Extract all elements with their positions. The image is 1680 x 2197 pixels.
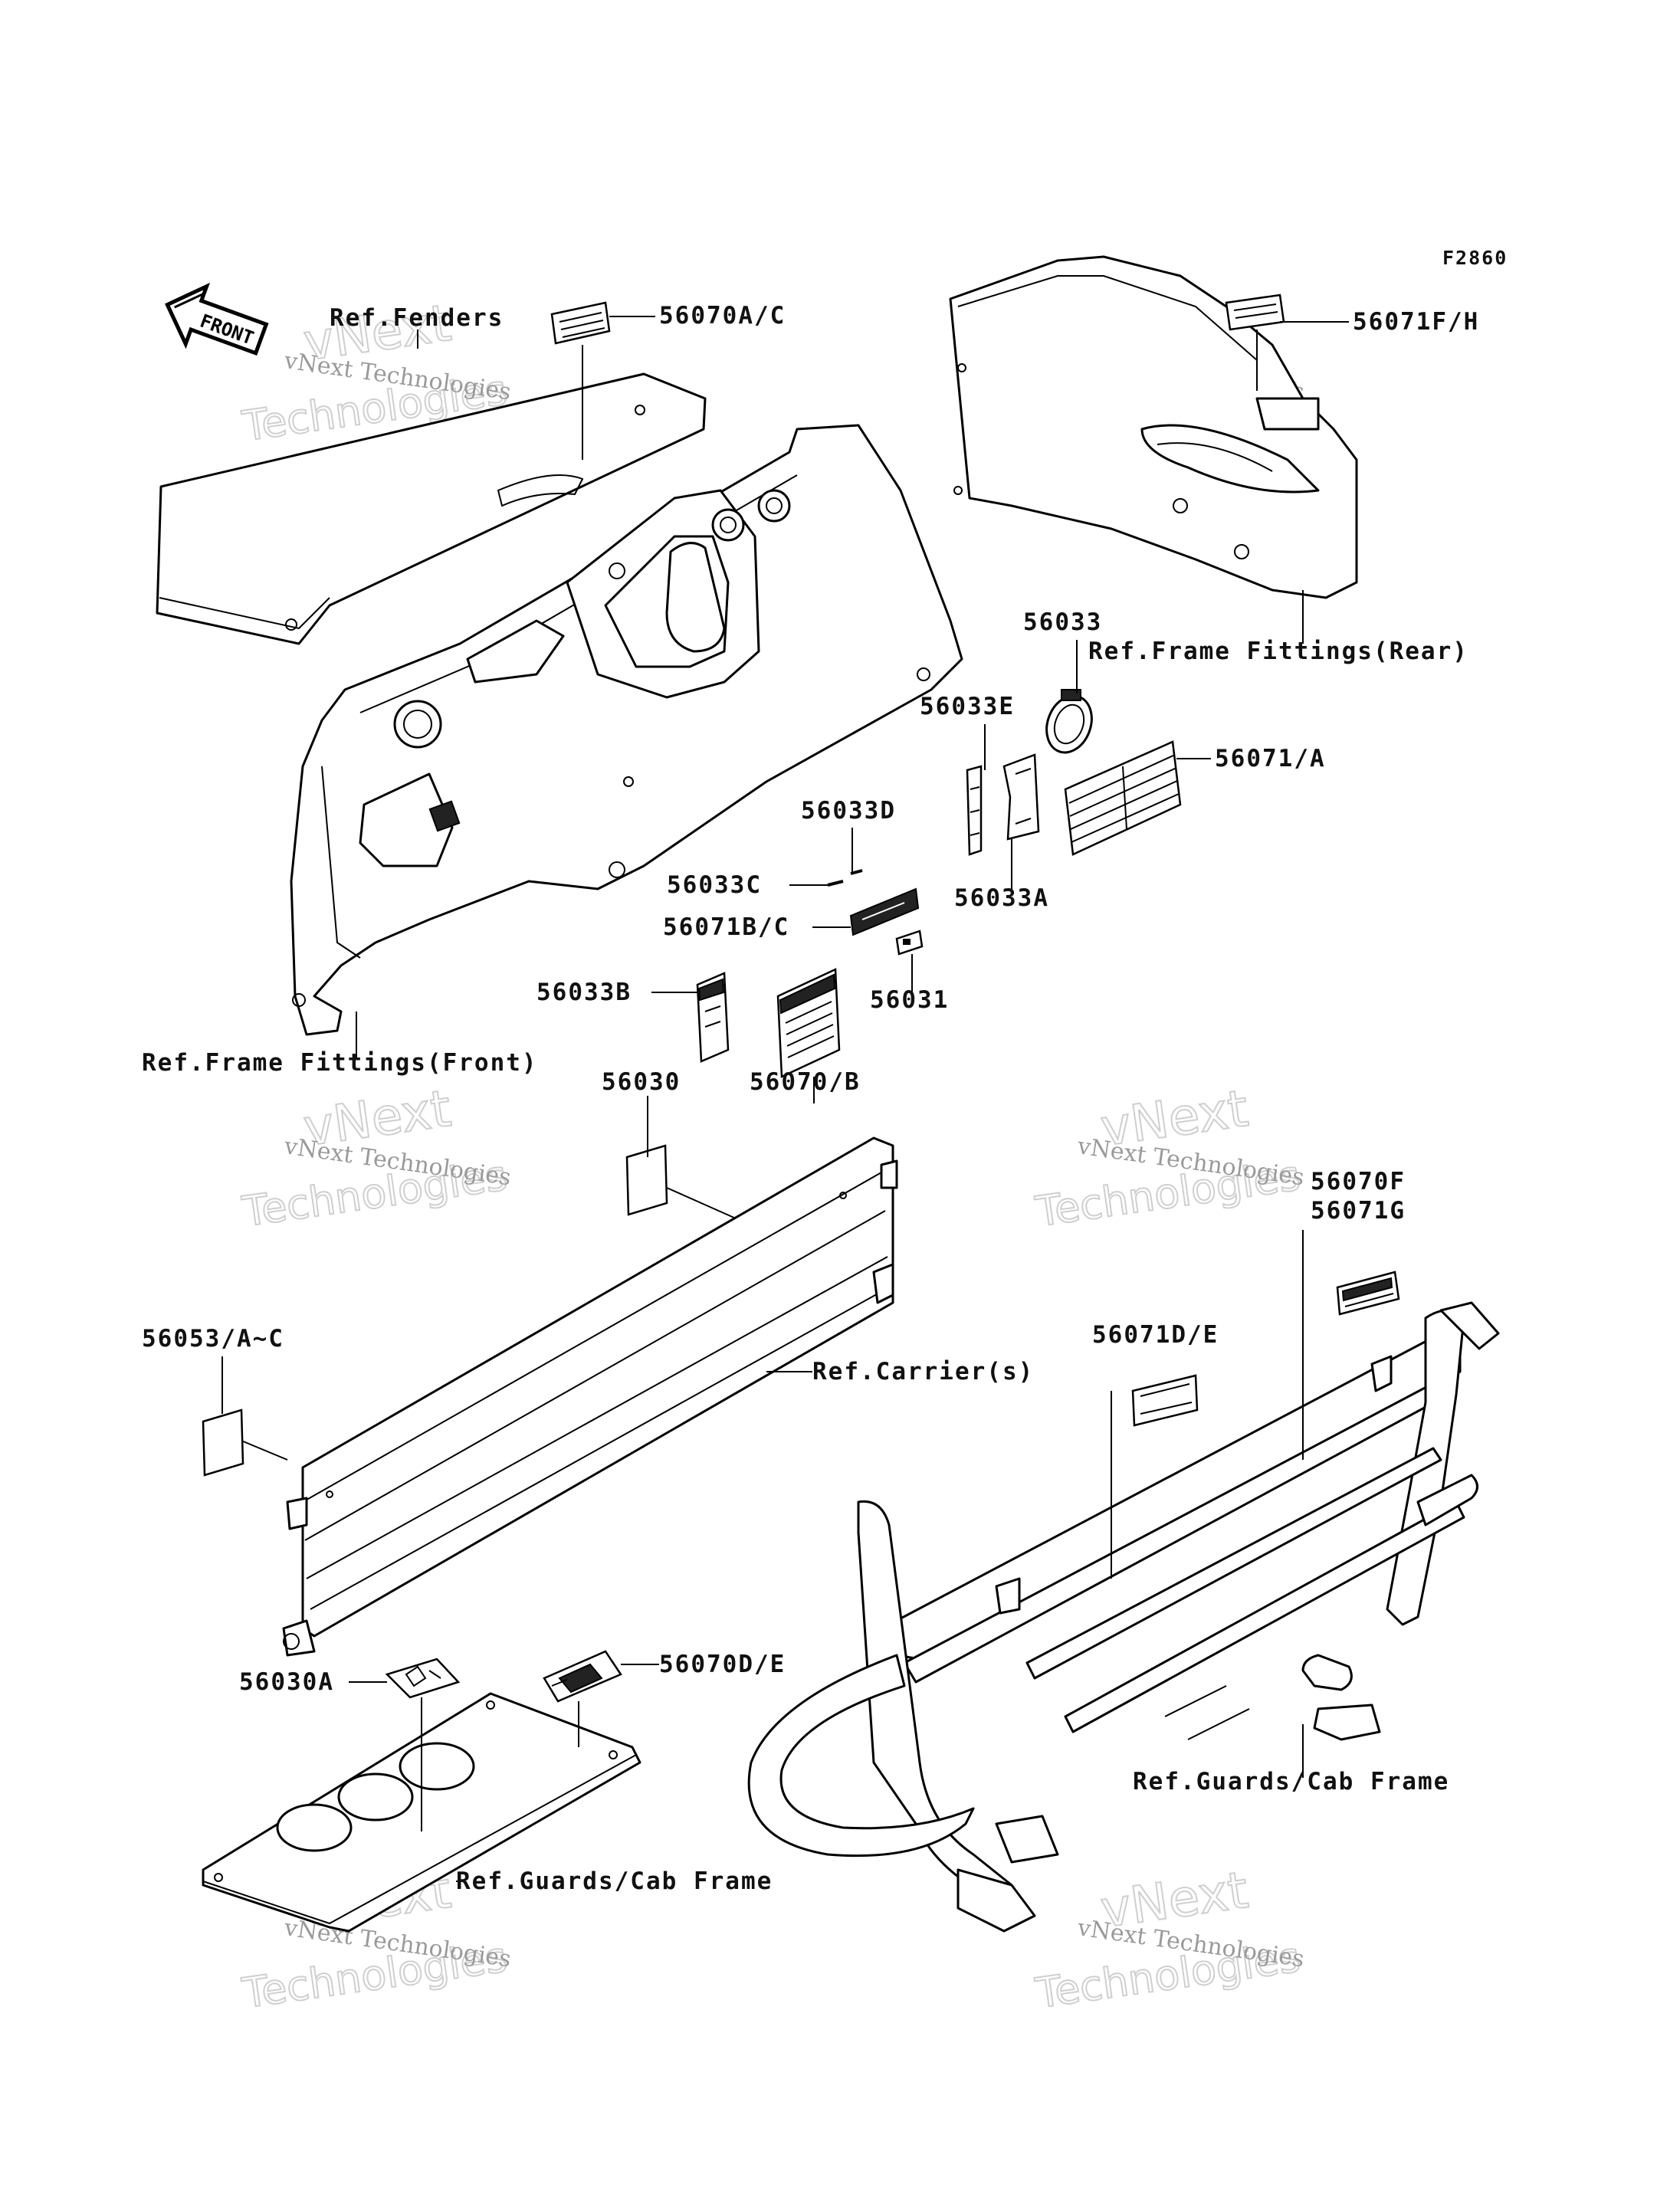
label-56070F: 56070F: [1311, 1168, 1406, 1195]
dashboard-frame-front: [290, 424, 963, 1036]
sticker-56070F-56071G: [1336, 1271, 1400, 1316]
ref-frame-rear-label: Ref.Frame Fittings(Rear): [1088, 638, 1468, 665]
label-56070B: 56070/B: [750, 1068, 861, 1096]
label-56071A: 56071/A: [1215, 745, 1326, 772]
label-56033B: 56033B: [536, 979, 632, 1006]
sticker-56070AC: [550, 301, 611, 345]
label-56033: 56033: [1023, 608, 1102, 636]
label-56053AC: 56053/A~C: [142, 1325, 284, 1353]
sticker-56053AC: [202, 1408, 244, 1477]
label-56030: 56030: [602, 1068, 681, 1096]
label-56071FH: 56071F/H: [1353, 308, 1479, 336]
label-56070DE: 56070D/E: [659, 1651, 786, 1678]
label-56071BC: 56071B/C: [663, 913, 789, 941]
ref-guards-right-label: Ref.Guards/Cab Frame: [1133, 1768, 1449, 1795]
tailgate-carrier: [282, 1136, 898, 1657]
label-56033A: 56033A: [954, 884, 1049, 912]
front-arrow-icon: FRONT: [164, 282, 269, 356]
fender-panel: [156, 372, 707, 645]
label-56033C: 56033C: [667, 871, 762, 899]
sticker-56030: [625, 1144, 668, 1216]
label-56070AC: 56070A/C: [659, 302, 786, 330]
sticker-56071A-table: [1064, 740, 1182, 856]
sticker-56070B: [776, 968, 841, 1078]
rear-panel-frame-fittings: [949, 255, 1358, 599]
label-56071G: 56071G: [1311, 1197, 1406, 1225]
ref-guards-left-label: Ref.Guards/Cab Frame: [456, 1867, 773, 1895]
sticker-56071BC: [849, 887, 920, 936]
sticker-56033-ring: [1045, 689, 1093, 754]
sticker-56033CD: [827, 869, 863, 887]
ref-frame-front-label: Ref.Frame Fittings(Front): [142, 1049, 538, 1077]
watermark-mid-right: vNext Technologies vNext Technologies: [1032, 1078, 1306, 1237]
sticker-56033A-bracket: [1002, 753, 1040, 841]
ref-fenders-label: Ref.Fenders: [330, 304, 504, 332]
watermark-mid-left: vNext Technologies vNext Technologies: [238, 1078, 513, 1237]
sticker-56031: [895, 930, 924, 956]
label-56071DE: 56071D/E: [1092, 1321, 1219, 1349]
sticker-56033B: [696, 972, 730, 1063]
leader-lines: [221, 316, 1349, 1882]
label-56031: 56031: [870, 986, 949, 1014]
sticker-56071FH: [1225, 293, 1285, 331]
watermark-bottom-right: vNext Technologies vNext Technologies: [1032, 1860, 1306, 2018]
ref-carrier-label: Ref.Carrier(s): [812, 1358, 1034, 1385]
sticker-56030A: [385, 1658, 461, 1699]
label-56033D: 56033D: [801, 797, 896, 825]
label-56030A: 56030A: [239, 1668, 334, 1696]
sticker-56071DE: [1131, 1374, 1199, 1427]
sticker-56070DE: [543, 1650, 622, 1703]
sticker-56033E-strip: [966, 765, 983, 856]
label-56033E: 56033E: [920, 693, 1015, 720]
cab-frame-guards: [747, 1301, 1500, 1933]
figure-code: F2860: [1442, 247, 1508, 269]
